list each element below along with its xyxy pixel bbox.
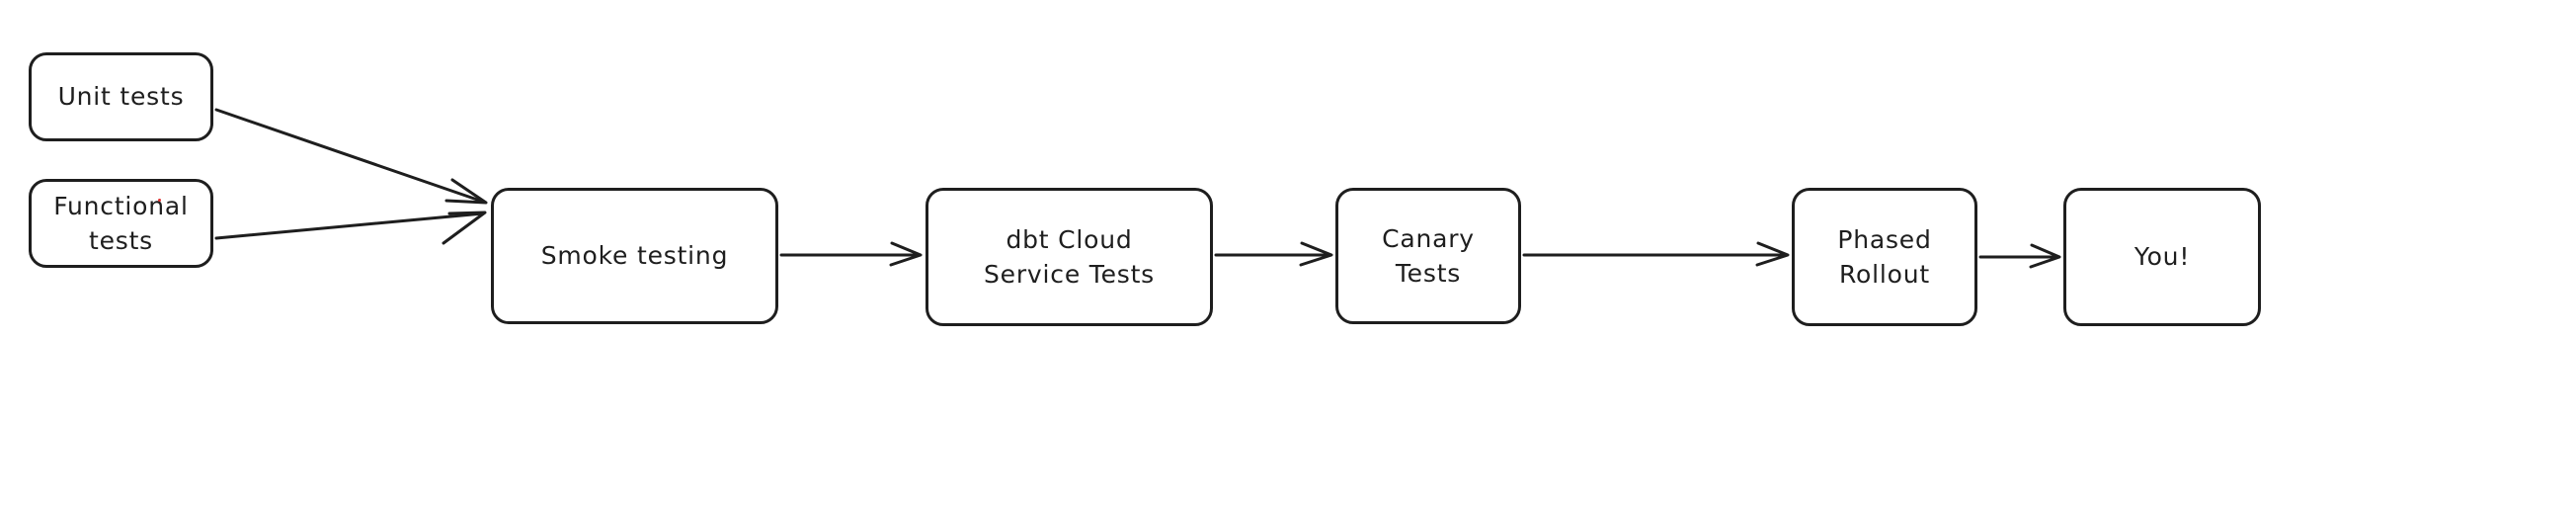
node-phased-rollout[interactable]: Phased Rollout: [1792, 188, 1977, 326]
edge-dbt-cloud-to-canary-tests: [1214, 241, 1333, 267]
edge-unit-tests-to-smoke-testing: [214, 108, 488, 205]
node-canary-tests-label: Canary Tests: [1382, 223, 1475, 289]
edge-functional-tests-to-smoke-testing: [214, 211, 487, 245]
node-smoke-testing[interactable]: Smoke testing: [491, 188, 778, 324]
node-unit-tests-label: Unit tests: [57, 82, 185, 112]
node-canary-tests[interactable]: Canary Tests: [1335, 188, 1521, 324]
node-unit-tests[interactable]: Unit tests: [29, 52, 213, 141]
edge-phased-rollout-to-you: [1978, 243, 2061, 269]
node-dbt-cloud-service-tests[interactable]: dbt Cloud Service Tests: [926, 188, 1213, 326]
node-phased-rollout-label: Phased Rollout: [1837, 224, 1932, 290]
node-functional-tests-label: Functional tests: [53, 191, 189, 256]
node-functional-tests[interactable]: Functional tests: [29, 179, 213, 268]
edge-canary-tests-to-phased-rollout: [1522, 241, 1790, 267]
edge-smoke-testing-to-dbt-cloud: [779, 241, 923, 267]
node-you-label: You!: [2133, 242, 2191, 272]
red-speck-artifact: [158, 199, 161, 202]
node-you[interactable]: You!: [2063, 188, 2261, 326]
node-dbt-cloud-service-tests-label: dbt Cloud Service Tests: [984, 224, 1155, 290]
node-smoke-testing-label: Smoke testing: [540, 241, 729, 271]
